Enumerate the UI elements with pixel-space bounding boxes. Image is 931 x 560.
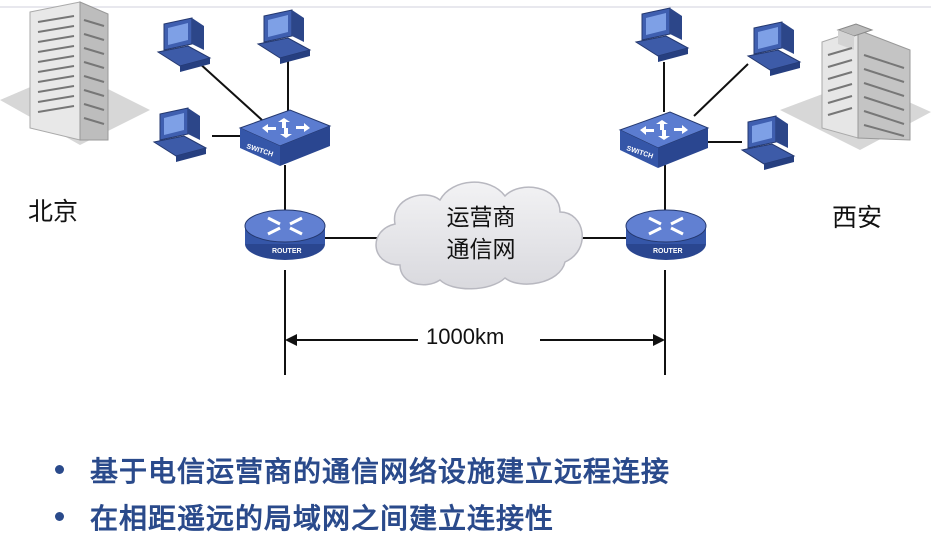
beijing-label: 北京 bbox=[28, 197, 79, 226]
beijing-router-icon: ROUTER bbox=[244, 209, 326, 260]
bullet-list: 基于电信运营商的通信网络设施建立远程连接 在相距遥远的局域网之间建立连接性 bbox=[50, 446, 670, 540]
xian-pc-icon-1 bbox=[635, 7, 689, 63]
bullet-text: 在相距遥远的局域网之间建立连接性 bbox=[90, 501, 555, 535]
xian-building-icon bbox=[780, 23, 931, 150]
beijing-switch-icon: SWITCH bbox=[238, 109, 332, 166]
xian-label: 西安 bbox=[832, 203, 883, 232]
arrow-right bbox=[653, 334, 665, 346]
link-lines bbox=[197, 60, 749, 375]
cloud-label-line1: 运营商 bbox=[446, 205, 516, 231]
cloud-label: 运营商 通信网 bbox=[421, 202, 541, 266]
beijing-building-icon bbox=[0, 1, 150, 145]
xian-pc-icon-3 bbox=[741, 115, 795, 171]
top-divider bbox=[0, 6, 931, 8]
bullet-item: 在相距遥远的局域网之间建立连接性 bbox=[50, 493, 670, 540]
distance-label: 1000km bbox=[418, 324, 513, 350]
xian-router-label: ROUTER bbox=[653, 248, 683, 255]
bullet-item: 基于电信运营商的通信网络设施建立远程连接 bbox=[50, 446, 670, 493]
xian-router-icon: ROUTER bbox=[625, 209, 707, 260]
cloud-label-line2: 通信网 bbox=[446, 237, 516, 263]
network-diagram: SWITCH SWITCH ROUTER ROUTER bbox=[0, 1, 931, 375]
beijing-router-label: ROUTER bbox=[272, 248, 302, 255]
carrier-cloud-icon bbox=[375, 181, 583, 290]
xian-pc-icon-2 bbox=[747, 21, 801, 77]
arrow-left bbox=[285, 334, 297, 346]
bullet-dot-icon bbox=[55, 465, 64, 474]
beijing-pc-icon-1 bbox=[157, 17, 211, 73]
bullet-dot-icon bbox=[55, 512, 64, 521]
bullet-text: 基于电信运营商的通信网络设施建立远程连接 bbox=[90, 454, 671, 488]
xian-switch-icon: SWITCH bbox=[618, 111, 710, 168]
beijing-pc-icon-3 bbox=[153, 107, 207, 163]
beijing-pc-icon-2 bbox=[257, 9, 311, 65]
